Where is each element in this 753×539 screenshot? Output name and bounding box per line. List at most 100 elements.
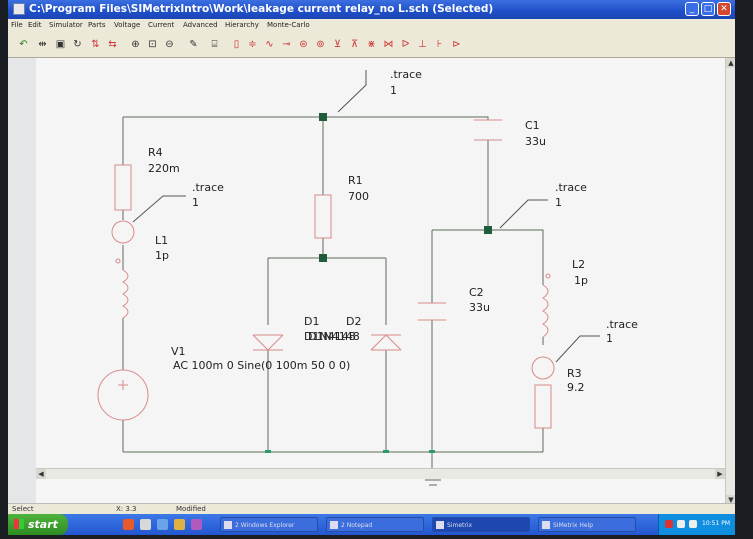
maximize-button[interactable]: □ [701,2,715,16]
tray-icon[interactable] [665,520,673,528]
opamp-part-icon[interactable]: ᐅ [401,39,410,50]
menu-file[interactable]: File [11,21,23,29]
quicklaunch-icon[interactable] [157,519,168,530]
l1-value: 1p [155,249,169,262]
minimize-button[interactable]: _ [685,2,699,16]
monitor-screen: C:\Program Files\SIMetrixIntro\Work\leak… [8,0,735,535]
r4-value: 220m [148,162,180,175]
terminal-part-icon[interactable]: ⊳ [452,39,461,50]
menu-bar: File Edit Simulator Parts Voltage Curren… [8,19,735,33]
c1-ref: C1 [525,119,540,132]
d1-model: D1N4148 [304,330,356,343]
zoom-in-icon[interactable]: ⊕ [131,39,140,50]
probe-value: 1 [606,332,613,345]
scroll-up-icon[interactable]: ▲ [726,58,735,68]
diode-d2[interactable] [370,334,402,351]
scroll-down-icon[interactable]: ▼ [726,495,735,505]
probe-value: 1 [555,196,562,209]
capacitor-c2[interactable] [418,302,446,321]
close-button[interactable]: ✕ [717,2,731,16]
wire-icon[interactable]: ⌸ [211,39,218,50]
tray-icon[interactable] [689,520,697,528]
diode-part-icon[interactable]: ⊸ [282,39,291,50]
l2-ref: L2 [572,258,585,271]
resistor-r1[interactable] [314,194,332,239]
quicklaunch-icon[interactable] [174,519,185,530]
flip-icon[interactable]: ⇅ [91,39,100,50]
r3-value: 9.2 [567,381,585,394]
toolbar: ↶ ⇹ ▣ ↻ ⇅ ⇆ ⊕ ⊡ ⊖ ✎ ⌸ ▯ ≑ ∿ ⊸ ⊜ ⊚ ⊻ ⊼ ⋇ … [8,33,735,58]
v1-ref: V1 [171,345,186,358]
junctions [319,113,492,262]
task-notepad[interactable]: 2 Notepad [326,517,424,532]
task-simetrix[interactable]: Simetrix [432,517,530,532]
undo-icon[interactable]: ↶ [19,39,28,50]
rotate-icon[interactable]: ↻ [73,39,82,50]
pnp-part-icon[interactable]: ⊼ [350,39,359,50]
c2-ref: C2 [469,286,484,299]
r4-ref: R4 [148,146,163,159]
d1-ref: D1 [304,315,319,328]
quicklaunch-icon[interactable] [123,519,134,530]
menu-current[interactable]: Current [148,21,175,29]
pen-icon[interactable]: ✎ [189,39,198,50]
probe-l2-marker[interactable] [531,356,555,380]
resistor-r4[interactable] [114,164,132,211]
tray-icon[interactable] [677,520,685,528]
quicklaunch-icon[interactable] [191,519,202,530]
menu-advanced[interactable]: Advanced [183,21,218,29]
source-part-icon[interactable]: ⊜ [299,39,308,50]
c2-value: 33u [469,301,490,314]
vertical-scrollbar[interactable]: ▲ ▼ [725,58,735,505]
status-mode: Select [12,505,34,513]
horizontal-scrollbar[interactable]: ◀ ▶ [36,468,725,479]
print-icon[interactable]: ▣ [55,39,66,50]
system-tray: 10:51 PM [658,514,735,535]
ground-pins [265,450,435,453]
probe-label: 1 [192,196,199,209]
title-bar[interactable]: C:\Program Files\SIMetrixIntro\Work\leak… [8,0,735,19]
zoom-out-icon[interactable]: ⊖ [165,39,174,50]
npn-part-icon[interactable]: ⊻ [333,39,342,50]
inductor-l1[interactable] [122,269,129,319]
app-icon [13,3,25,15]
window-title: C:\Program Files\SIMetrixIntro\Work\leak… [29,3,494,15]
menu-simulator[interactable]: Simulator [49,21,83,29]
voltage-source-v1[interactable] [97,369,149,421]
capacitor-c1[interactable] [474,119,502,141]
scroll-left-icon[interactable]: ◀ [36,469,46,479]
capacitor-part-icon[interactable]: ≑ [248,39,257,50]
resistor-r3[interactable] [534,384,552,429]
start-button[interactable]: start [8,514,68,535]
l2-value: 1p [574,274,588,287]
inductor-l2[interactable] [542,284,549,338]
menu-monte-carlo[interactable]: Monte-Carlo [267,21,310,29]
menu-edit[interactable]: Edit [28,21,42,29]
quicklaunch-icon[interactable] [140,519,151,530]
switch-part-icon[interactable]: ⊥ [418,39,427,50]
c1-value: 33u [525,135,546,148]
schematic-canvas[interactable]: .trace 1 .trace 1 .trace 1 .trace 1 R4 2… [36,58,725,505]
scroll-right-icon[interactable]: ▶ [715,469,725,479]
ground-part-icon[interactable]: ⊚ [316,39,325,50]
menu-parts[interactable]: Parts [88,21,106,29]
resistor-part-icon[interactable]: ▯ [233,39,240,50]
open-icon[interactable]: ⇹ [38,39,47,50]
inductor-part-icon[interactable]: ∿ [265,39,274,50]
menu-voltage[interactable]: Voltage [114,21,141,29]
probe-l1-marker[interactable] [111,220,135,244]
probe-label: .trace [555,181,587,194]
probe-part-icon[interactable]: ⊦ [436,39,443,50]
pmos-part-icon[interactable]: ⋈ [383,39,394,50]
mirror-icon[interactable]: ⇆ [108,39,117,50]
zoom-fit-icon[interactable]: ⊡ [148,39,157,50]
menu-hierarchy[interactable]: Hierarchy [225,21,259,29]
status-bar: Select X: 3.3 Modified [8,503,735,515]
r1-ref: R1 [348,174,363,187]
task-windows-explorer[interactable]: 2 Windows Explorer [220,517,318,532]
components [97,119,555,429]
probe-label: .trace [390,68,422,81]
nmos-part-icon[interactable]: ⋇ [367,39,376,50]
diode-d1[interactable] [252,334,284,351]
task-simetrix-help[interactable]: SIMetrix Help [538,517,636,532]
